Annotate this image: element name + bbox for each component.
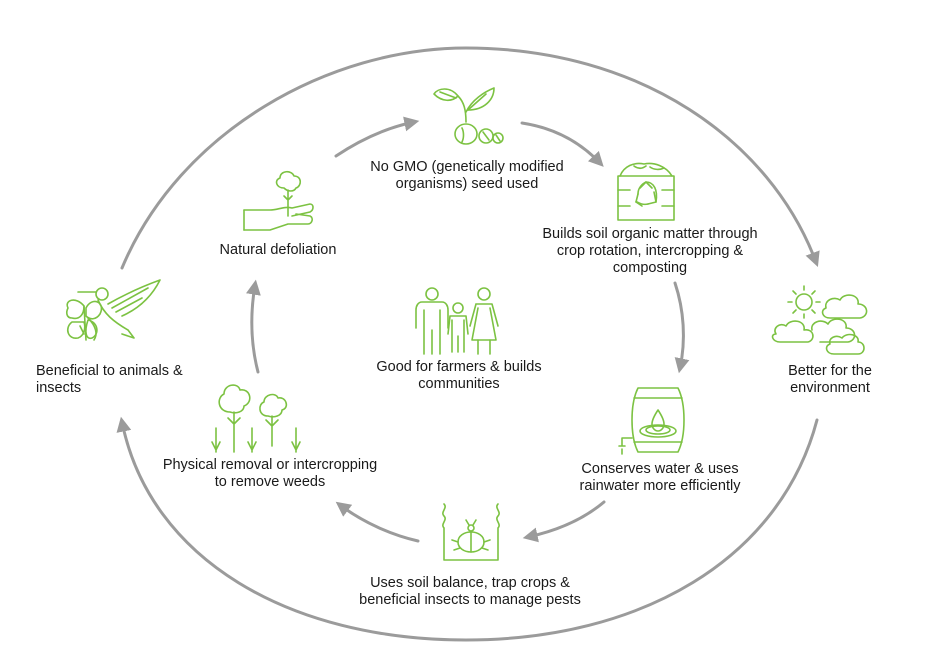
beneficial-insect-icon	[440, 502, 502, 564]
label-weed-removal: Physical removal or intercropping to rem…	[162, 457, 378, 490]
compost-bin-icon	[614, 160, 678, 222]
outer-arrow-bottom	[116, 416, 819, 642]
bird-and-butterfly-icon	[62, 278, 166, 360]
sprouting-seed-icon	[428, 80, 508, 150]
label-pest-management: Uses soil balance, trap crops & benefici…	[359, 575, 581, 608]
arrow-defoliation-to-seed	[334, 116, 420, 158]
label-no-gmo-seed: No GMO (genetically modified organisms) …	[370, 159, 564, 192]
family-icon	[414, 286, 500, 356]
label-good-for-farmers: Good for farmers & builds communities	[376, 359, 542, 392]
arrow-soil-to-water	[673, 281, 690, 374]
arrow-seed-to-soil	[520, 121, 604, 167]
arrow-pests-to-weeds	[335, 501, 420, 543]
sun-and-clouds-icon	[768, 282, 874, 360]
label-natural-defoliation: Natural defoliation	[219, 242, 337, 258]
rain-barrel-icon	[616, 384, 694, 456]
label-beneficial-animals: Beneficial to animals & insects	[36, 363, 183, 396]
hand-holding-plant-icon	[240, 168, 320, 240]
label-soil-organic-matter: Builds soil organic matter through crop …	[542, 226, 758, 276]
arrow-water-to-pests	[522, 500, 606, 543]
label-conserves-water: Conserves water & uses rainwater more ef…	[579, 461, 741, 494]
label-better-environment: Better for the environment	[788, 363, 872, 396]
intercropping-plants-icon	[210, 380, 306, 454]
outer-arrow-top	[120, 46, 820, 270]
arrow-weeds-to-defoliation	[246, 279, 261, 374]
